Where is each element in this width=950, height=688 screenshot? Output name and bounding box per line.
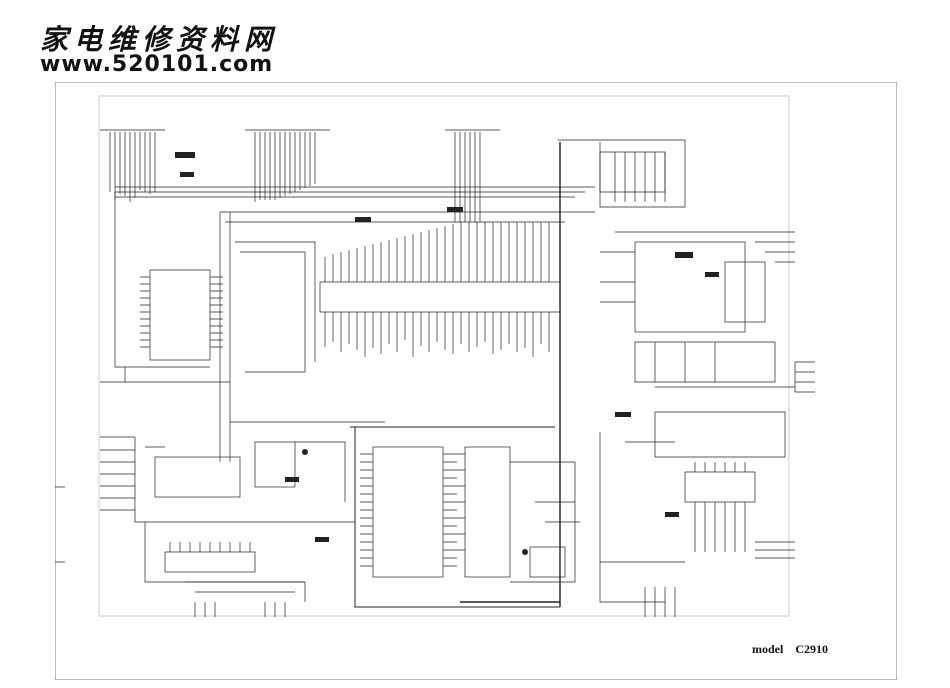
schematic-diagram [55, 82, 897, 680]
model-word: model [752, 642, 784, 656]
watermark-site-name: 家电维修资料网 [40, 23, 279, 56]
model-number: C2910 [795, 642, 829, 656]
schematic-inner-frame [98, 95, 790, 617]
schematic-border [55, 82, 897, 680]
model-label: model C2910 [752, 642, 828, 657]
watermark-url: www.520101.com [40, 52, 274, 77]
schematic-wiring [55, 129, 815, 617]
schematic-components [175, 152, 719, 555]
